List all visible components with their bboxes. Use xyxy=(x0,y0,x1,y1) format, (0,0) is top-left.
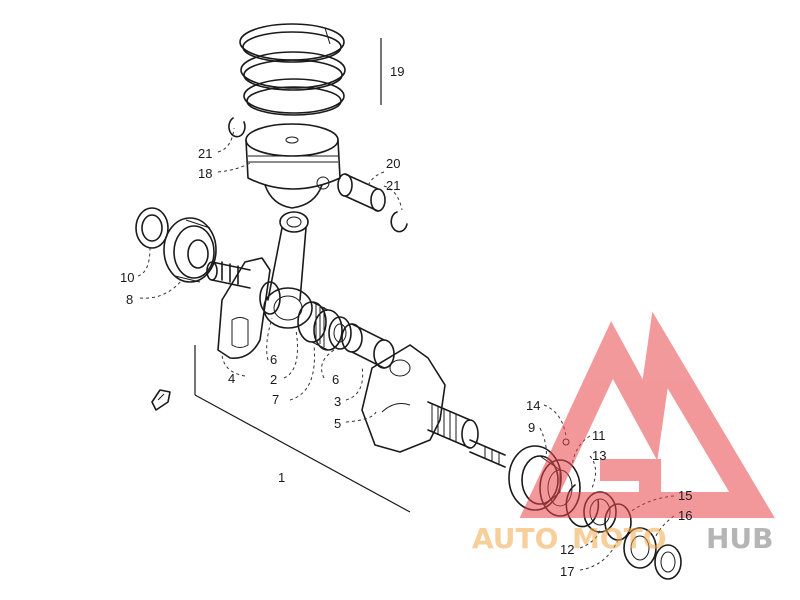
callout-6-lower: 6 xyxy=(332,372,339,387)
callout-2: 2 xyxy=(270,372,277,387)
callout-14: 14 xyxy=(526,398,540,413)
callout-4: 4 xyxy=(228,371,235,386)
callout-1: 1 xyxy=(278,470,285,485)
callout-21-upper: 21 xyxy=(198,146,212,161)
connecting-rod xyxy=(263,211,313,329)
callout-5: 5 xyxy=(334,416,341,431)
callout-18: 18 xyxy=(198,166,212,181)
callout-12: 12 xyxy=(560,542,574,557)
piston xyxy=(245,123,341,209)
piston-rings xyxy=(239,23,346,116)
callout-7: 7 xyxy=(272,392,279,407)
callout-6-upper: 6 xyxy=(270,352,277,367)
callout-10: 10 xyxy=(120,270,134,285)
bearing-left xyxy=(163,217,217,283)
watermark-logo-inner xyxy=(600,459,661,505)
thrust-washer xyxy=(328,316,352,350)
woodruff-key xyxy=(151,389,171,411)
circlip-upper xyxy=(228,117,246,138)
autotmotohub-watermark: AUTO MOTO HUB xyxy=(472,311,775,555)
callout-17: 17 xyxy=(560,564,574,579)
crankshaft-left xyxy=(206,257,281,359)
watermark-text-auto: AUTO xyxy=(472,522,558,555)
callout-labels: 19 21 18 20 21 10 8 6 2 7 4 6 3 5 14 9 1… xyxy=(120,64,692,579)
assembly-bracket xyxy=(194,345,411,513)
oil-seal-right xyxy=(654,544,682,580)
callout-9: 9 xyxy=(528,420,535,435)
callout-21-lower: 21 xyxy=(386,178,400,193)
piston-pin xyxy=(337,173,386,212)
callout-16: 16 xyxy=(678,508,692,523)
callout-11: 11 xyxy=(592,428,606,443)
callout-8: 8 xyxy=(126,292,133,307)
watermark-logo-shape xyxy=(519,311,775,518)
watermark-text-moto: MOTO xyxy=(572,522,667,555)
circlip-lower xyxy=(390,211,408,233)
bearing-outer-right xyxy=(623,527,657,569)
callout-13: 13 xyxy=(592,448,606,463)
needle-bearing xyxy=(297,301,343,351)
callout-3: 3 xyxy=(334,394,341,409)
callout-20: 20 xyxy=(386,156,400,171)
oil-seal-left xyxy=(135,207,169,249)
callout-15: 15 xyxy=(678,488,692,503)
crank-pin xyxy=(341,323,395,369)
callout-19: 19 xyxy=(390,64,404,79)
crankshaft-right xyxy=(361,344,506,468)
watermark-text-hub: HUB xyxy=(706,522,774,555)
